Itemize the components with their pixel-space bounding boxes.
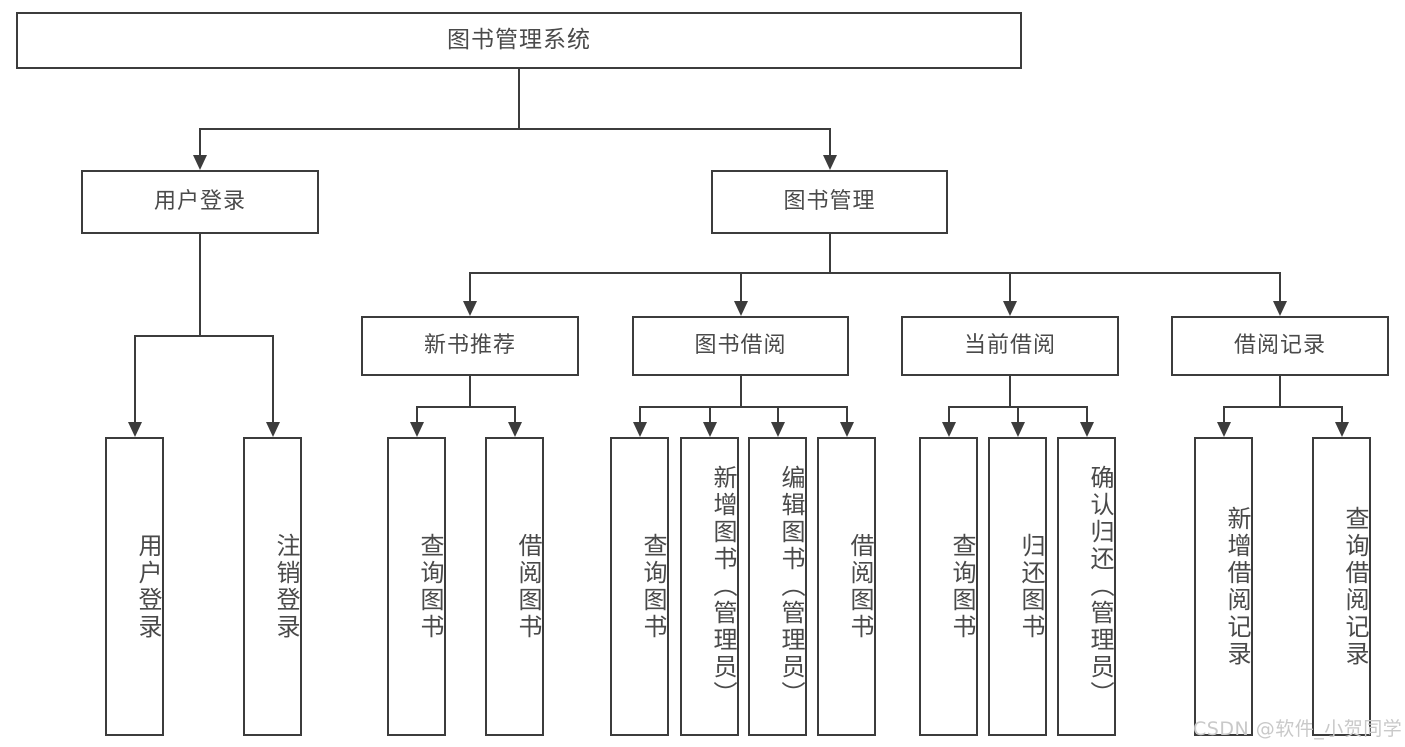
connector-vertical — [1009, 272, 1011, 303]
connector-vertical — [1222, 406, 1225, 424]
node-leaf-edit-book-admin[interactable]: 编辑图书（管理员） — [748, 437, 807, 736]
node-current-borrowing[interactable]: 当前借阅 — [901, 316, 1119, 376]
connector-vertical — [513, 406, 516, 424]
connector-horizontal — [415, 406, 516, 408]
leaf-label: 确认归还（管理员） — [1086, 465, 1114, 708]
connector-vertical — [1085, 406, 1088, 424]
arrow-head-icon — [733, 301, 748, 316]
node-leaf-add-book-admin[interactable]: 新增图书（管理员） — [680, 437, 739, 736]
connector-vertical — [1279, 272, 1281, 303]
connector-vertical — [1279, 376, 1281, 406]
arrow-head-icon — [409, 422, 424, 437]
connector-vertical — [828, 128, 831, 157]
arrow-head-icon — [822, 155, 837, 170]
node-leaf-confirm-return-admin[interactable]: 确认归还（管理员） — [1057, 437, 1116, 736]
node-leaf-add-borrow-record[interactable]: 新增借阅记录 — [1194, 437, 1253, 736]
connector-horizontal — [1222, 406, 1343, 408]
arrow-head-icon — [1079, 422, 1094, 437]
node-leaf-query-book-current[interactable]: 查询图书 — [919, 437, 978, 736]
arrow-head-icon — [265, 422, 280, 437]
node-new-book-recommendation[interactable]: 新书推荐 — [361, 316, 579, 376]
connector-vertical — [415, 406, 418, 424]
leaf-label: 编辑图书（管理员） — [777, 465, 805, 708]
connector-vertical — [739, 376, 742, 406]
connector-vertical — [199, 234, 201, 335]
arrow-head-icon — [463, 301, 477, 316]
connector-vertical — [947, 406, 950, 424]
node-user-login[interactable]: 用户登录 — [81, 170, 319, 234]
node-leaf-query-book-recommend[interactable]: 查询图书 — [387, 437, 446, 736]
connector-vertical — [1016, 406, 1019, 424]
leaf-label: 新增图书（管理员） — [709, 465, 737, 708]
node-leaf-borrow-book-recommend[interactable]: 借阅图书 — [485, 437, 544, 736]
arrow-head-icon — [632, 422, 647, 437]
arrow-head-icon — [1003, 301, 1017, 316]
arrow-head-icon — [941, 422, 956, 437]
node-leaf-user-login[interactable]: 用户登录 — [105, 437, 164, 736]
leaf-label: 查询借阅记录 — [1341, 505, 1369, 668]
connector-vertical — [199, 128, 201, 157]
connector-vertical — [469, 272, 471, 303]
leaf-label: 查询图书 — [639, 532, 667, 641]
node-borrowing-record[interactable]: 借阅记录 — [1171, 316, 1389, 376]
connector-vertical — [469, 376, 471, 406]
node-leaf-borrow-book[interactable]: 借阅图书 — [817, 437, 876, 736]
connector-vertical — [133, 335, 136, 424]
connector-vertical — [845, 406, 848, 424]
node-leaf-logout[interactable]: 注销登录 — [243, 437, 302, 736]
connector-horizontal — [199, 128, 831, 130]
arrow-head-icon — [1334, 422, 1349, 437]
leaf-label: 查询图书 — [416, 532, 444, 641]
connector-vertical — [739, 272, 742, 303]
arrow-head-icon — [770, 422, 785, 437]
node-leaf-return-book[interactable]: 归还图书 — [988, 437, 1047, 736]
node-book-borrowing[interactable]: 图书借阅 — [632, 316, 849, 376]
connector-vertical — [518, 69, 520, 128]
connector-vertical — [271, 335, 274, 424]
connector-horizontal — [638, 406, 848, 408]
connector-horizontal — [469, 272, 1281, 274]
connector-vertical — [1340, 406, 1343, 424]
node-leaf-query-book-borrow[interactable]: 查询图书 — [610, 437, 669, 736]
connector-vertical — [638, 406, 641, 424]
leaf-label: 归还图书 — [1017, 532, 1045, 641]
connector-vertical — [776, 406, 779, 424]
arrow-head-icon — [127, 422, 142, 437]
connector-vertical — [828, 234, 831, 272]
arrow-head-icon — [507, 422, 522, 437]
leaf-label: 注销登录 — [272, 532, 300, 641]
arrow-head-icon — [1273, 301, 1287, 316]
arrow-head-icon — [702, 422, 717, 437]
arrow-head-icon — [839, 422, 854, 437]
leaf-label: 用户登录 — [134, 532, 162, 641]
leaf-label: 借阅图书 — [514, 532, 542, 641]
leaf-label: 查询图书 — [948, 532, 976, 641]
connector-horizontal — [133, 335, 274, 337]
arrow-head-icon — [1010, 422, 1025, 437]
leaf-label: 新增借阅记录 — [1223, 505, 1251, 668]
connector-vertical — [1009, 376, 1011, 406]
node-leaf-query-borrow-record[interactable]: 查询借阅记录 — [1312, 437, 1371, 736]
arrow-head-icon — [1216, 422, 1231, 437]
connector-vertical — [708, 406, 711, 424]
arrow-head-icon — [193, 155, 207, 170]
node-root-book-management-system[interactable]: 图书管理系统 — [16, 12, 1022, 69]
node-book-management[interactable]: 图书管理 — [711, 170, 948, 234]
leaf-label: 借阅图书 — [846, 532, 874, 641]
